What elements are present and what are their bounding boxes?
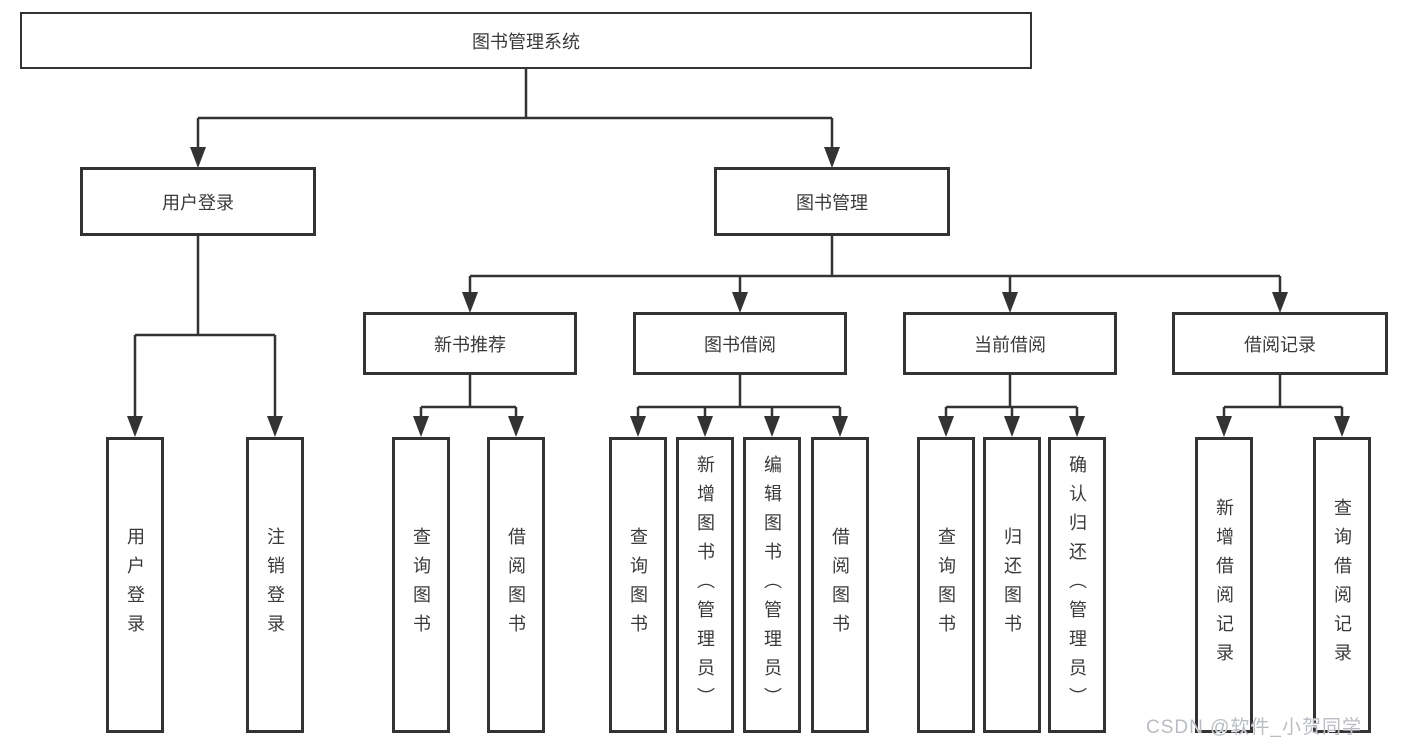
node-root-system-label: 图书管理系统 [472,31,580,52]
node-leaf-query-books-recommend: 查询图书 [392,437,450,733]
node-leaf-confirm-return-admin-label: 确认归还（管理员） [1067,454,1087,716]
node-book-borrowing: 图书借阅 [633,312,847,375]
node-borrowing-records: 借阅记录 [1172,312,1388,375]
arrow-borrow-book [832,416,848,437]
node-leaf-add-books-admin: 新增图书（管理员） [676,437,734,733]
node-user-login-label: 用户登录 [162,192,234,213]
node-leaf-borrow-books-label: 借阅图书 [830,527,850,643]
node-user-login: 用户登录 [80,167,316,236]
node-current-borrowing: 当前借阅 [903,312,1117,375]
node-root-system: 图书管理系统 [20,12,1032,69]
arrow-leaf-user-login [127,416,143,437]
node-leaf-borrow-books: 借阅图书 [811,437,869,733]
arrow-current-borrow [1002,292,1018,313]
arrow-add-book [697,416,713,437]
node-leaf-user-login-label: 用户登录 [125,527,145,643]
arrow-leaf-logout [267,416,283,437]
node-leaf-add-books-admin-label: 新增图书（管理员） [695,454,715,716]
arrow-confirm-return [1069,416,1085,437]
node-leaf-add-borrow-record: 新增借阅记录 [1195,437,1253,733]
node-book-management: 图书管理 [714,167,950,236]
arrow-user-login [190,147,206,168]
arrow-query-current [938,416,954,437]
arrow-book-mgmt [824,147,840,168]
node-book-management-label: 图书管理 [796,192,868,213]
node-leaf-user-login: 用户登录 [106,437,164,733]
arrow-edit-book [764,416,780,437]
node-leaf-query-borrow-record-label: 查询借阅记录 [1332,498,1352,672]
arrow-add-record [1216,416,1232,437]
node-leaf-add-borrow-record-label: 新增借阅记录 [1214,498,1234,672]
arrow-query-borrow [630,416,646,437]
node-book-borrowing-label: 图书借阅 [704,334,776,355]
arrow-borrow-rec [508,416,524,437]
node-leaf-borrow-books-recommend: 借阅图书 [487,437,545,733]
node-leaf-borrow-books-recommend-label: 借阅图书 [506,527,526,643]
node-leaf-query-books-current-label: 查询图书 [936,527,956,643]
node-borrowing-records-label: 借阅记录 [1244,334,1316,355]
arrow-book-borrow [732,292,748,313]
node-leaf-query-borrow-record: 查询借阅记录 [1313,437,1371,733]
arrow-query-rec [413,416,429,437]
node-leaf-query-books-current: 查询图书 [917,437,975,733]
node-leaf-query-books-recommend-label: 查询图书 [411,527,431,643]
arrow-return-book [1004,416,1020,437]
node-leaf-confirm-return-admin: 确认归还（管理员） [1048,437,1106,733]
node-leaf-logout-label: 注销登录 [265,527,285,643]
node-current-borrowing-label: 当前借阅 [974,334,1046,355]
arrow-new-book-rec [462,292,478,313]
node-leaf-query-books-borrowing: 查询图书 [609,437,667,733]
node-new-book-recommend: 新书推荐 [363,312,577,375]
node-leaf-edit-books-admin: 编辑图书（管理员） [743,437,801,733]
node-leaf-logout: 注销登录 [246,437,304,733]
node-leaf-query-books-borrowing-label: 查询图书 [628,527,648,643]
node-leaf-return-books: 归还图书 [983,437,1041,733]
node-leaf-return-books-label: 归还图书 [1002,527,1022,643]
csdn-watermark: CSDN @软件_小贺同学 [1146,717,1362,738]
node-leaf-edit-books-admin-label: 编辑图书（管理员） [762,454,782,716]
arrow-query-record [1334,416,1350,437]
node-new-book-recommend-label: 新书推荐 [434,334,506,355]
arrowheads [127,147,1350,437]
arrow-borrow-records [1272,292,1288,313]
